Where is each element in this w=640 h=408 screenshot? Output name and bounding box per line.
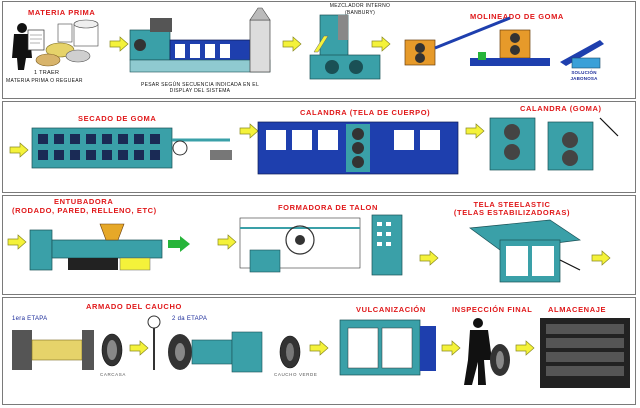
first-stage-builder	[12, 330, 123, 370]
label-entubadora: ENTUBADORA	[54, 197, 114, 206]
rubber-drying-line	[31, 127, 232, 169]
label-formadora: FORMADORA DE TALON	[278, 203, 378, 212]
label-etapa2: 2 da ETAPA	[172, 316, 208, 322]
label-almacenaje: ALMACENAJE	[548, 305, 607, 314]
label-pesar: PESAR SEGÚN SECUENCIA INDICADA EN EL	[140, 82, 260, 88]
inspection-worker	[464, 318, 510, 385]
bead-forming-machine	[239, 214, 403, 276]
label-vulcanizacion: VULCANIZACIÓN	[356, 305, 426, 314]
label-carcasa: CARCASA	[100, 372, 126, 377]
weighing-station	[129, 7, 271, 73]
label-tela-steel: TELA STEELASTIC	[473, 200, 551, 209]
label-traer-sub: MATERIA PRIMA O REGUEAR	[6, 78, 83, 84]
label-traer: 1 TRAER	[34, 70, 60, 76]
second-stage-builder	[147, 315, 301, 373]
label-materia-prima: MATERIA PRIMA	[28, 8, 96, 17]
label-secado: SECADO DE GOMA	[78, 114, 157, 123]
label-entubadora-sub: (RODADO, PARED, RELLENO, ETC)	[12, 206, 157, 215]
tubing-extruder	[29, 223, 190, 271]
rubber-calender	[489, 117, 619, 171]
material-bags	[35, 19, 99, 67]
label-caucho-verde: CAUCHO VERDE	[274, 372, 318, 377]
body-fabric-calender	[257, 121, 459, 175]
label-solucion: SOLUCIÓN	[571, 70, 597, 75]
label-molineado: MOLINEADO DE GOMA	[470, 12, 564, 21]
label-etapa1: 1era ETAPA	[12, 316, 48, 322]
label-mezclador: MEZCLADOR INTERNO	[329, 3, 391, 9]
mill-machine	[404, 16, 604, 69]
label-tela-steel-sub: (TELAS ESTABILIZADORAS)	[453, 208, 571, 217]
label-calandra-goma: CALANDRA (GOMA)	[520, 104, 602, 113]
label-banbury: (BANBURY)	[344, 10, 376, 16]
label-calandra-tela: CALANDRA (TELA DE CUERPO)	[300, 108, 431, 117]
label-inspeccion: INSPECCIÓN FINAL	[452, 305, 533, 314]
tire-storage-rack	[540, 318, 630, 388]
banbury-mixer	[309, 14, 381, 80]
label-armado: ARMADO DEL CAUCHO	[86, 302, 182, 311]
label-pesar-sub: DISPLAY DEL SISTEMA	[169, 88, 231, 94]
label-solucion-sub: JABONOSA	[570, 76, 598, 81]
vulcanization-press	[339, 319, 436, 376]
worker-figure	[12, 23, 45, 70]
steelastic-fabric-machine	[469, 219, 581, 283]
